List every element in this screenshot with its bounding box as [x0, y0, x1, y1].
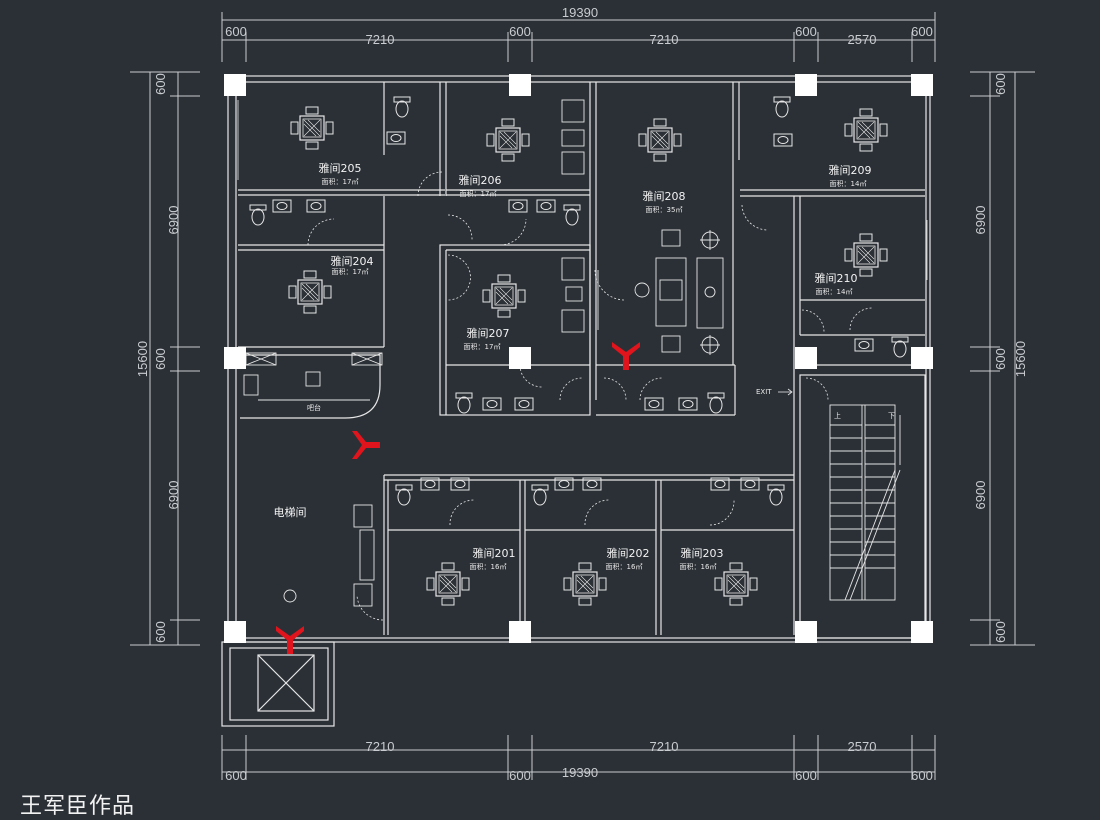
room-206-area: 面积：17㎡ [460, 189, 497, 198]
room-207-name: 雅间207 [467, 326, 510, 340]
dim-bottom-total: 19390 [562, 765, 598, 780]
room-208-name: 雅间208 [643, 189, 686, 203]
dim-right-3: 600 [993, 348, 1008, 370]
bar-label: 吧台 [307, 403, 321, 412]
stair-up-label: 上 [834, 411, 841, 420]
dim-top-total: 19390 [562, 5, 598, 20]
dim-left-4: 6900 [166, 481, 181, 510]
staircase [829, 404, 901, 601]
dim-bottom-6: 600 [795, 768, 817, 783]
room-209-area: 面积：14㎡ [830, 179, 867, 188]
room-210-name: 雅间210 [815, 271, 858, 285]
dim-bottom-5: 600 [509, 768, 531, 783]
room-208-area: 面积：35㎡ [646, 205, 683, 214]
room-202-name: 雅间202 [607, 546, 650, 560]
structural-columns [224, 74, 933, 643]
dim-left-total: 15600 [135, 341, 150, 377]
room-203-name: 雅间203 [681, 546, 724, 560]
exit-arrow-icon [778, 388, 793, 396]
dim-bottom-3: 2570 [848, 739, 877, 754]
dimension-lines [130, 12, 1035, 780]
dim-left-1: 600 [153, 73, 168, 95]
author-credit: 王军臣作品 [20, 794, 136, 819]
dim-top-6: 2570 [848, 32, 877, 47]
window-lines [237, 100, 931, 280]
room-201-name: 雅间201 [473, 546, 516, 560]
bar-counter [243, 352, 383, 401]
dim-bottom-2: 7210 [650, 739, 679, 754]
dim-left-5: 600 [153, 621, 168, 643]
room-205-area: 面积：17㎡ [322, 177, 359, 186]
room-202-area: 面积：16㎡ [606, 562, 643, 571]
dim-bottom-7: 600 [911, 768, 933, 783]
dim-bottom-1: 7210 [366, 739, 395, 754]
dim-top-5: 600 [795, 24, 817, 39]
dim-top-2: 7210 [366, 32, 395, 47]
dim-top-7: 600 [911, 24, 933, 39]
room-204-area: 面积：17㎡ [332, 267, 369, 276]
dim-top-4: 7210 [650, 32, 679, 47]
elevator-hall-label: 电梯间 [274, 506, 307, 519]
room-201-area: 面积：16㎡ [470, 562, 507, 571]
exit-label: EXIT [756, 388, 772, 396]
dim-right-5: 600 [993, 621, 1008, 643]
dim-bottom-4: 600 [225, 768, 247, 783]
room-205-name: 雅间205 [319, 161, 362, 175]
room-209-name: 雅间209 [829, 163, 872, 177]
dim-right-total: 15600 [1013, 341, 1028, 377]
room-204-name: 雅间204 [331, 254, 374, 268]
room-208-furniture [283, 99, 724, 607]
dim-left-2: 6900 [166, 206, 181, 235]
stair-down-label: 下 [888, 412, 895, 420]
dim-right-1: 600 [993, 73, 1008, 95]
view-markers [276, 342, 640, 654]
dim-top-3: 600 [509, 24, 531, 39]
room-203-area: 面积：16㎡ [680, 562, 717, 571]
dim-right-2: 6900 [973, 206, 988, 235]
dim-left-3: 600 [153, 348, 168, 370]
room-210-area: 面积：14㎡ [816, 287, 853, 296]
room-207-area: 面积：17㎡ [464, 342, 501, 351]
doors [307, 171, 873, 621]
room-206-name: 雅间206 [459, 173, 502, 187]
dim-top-1: 600 [225, 24, 247, 39]
dim-right-4: 6900 [973, 481, 988, 510]
